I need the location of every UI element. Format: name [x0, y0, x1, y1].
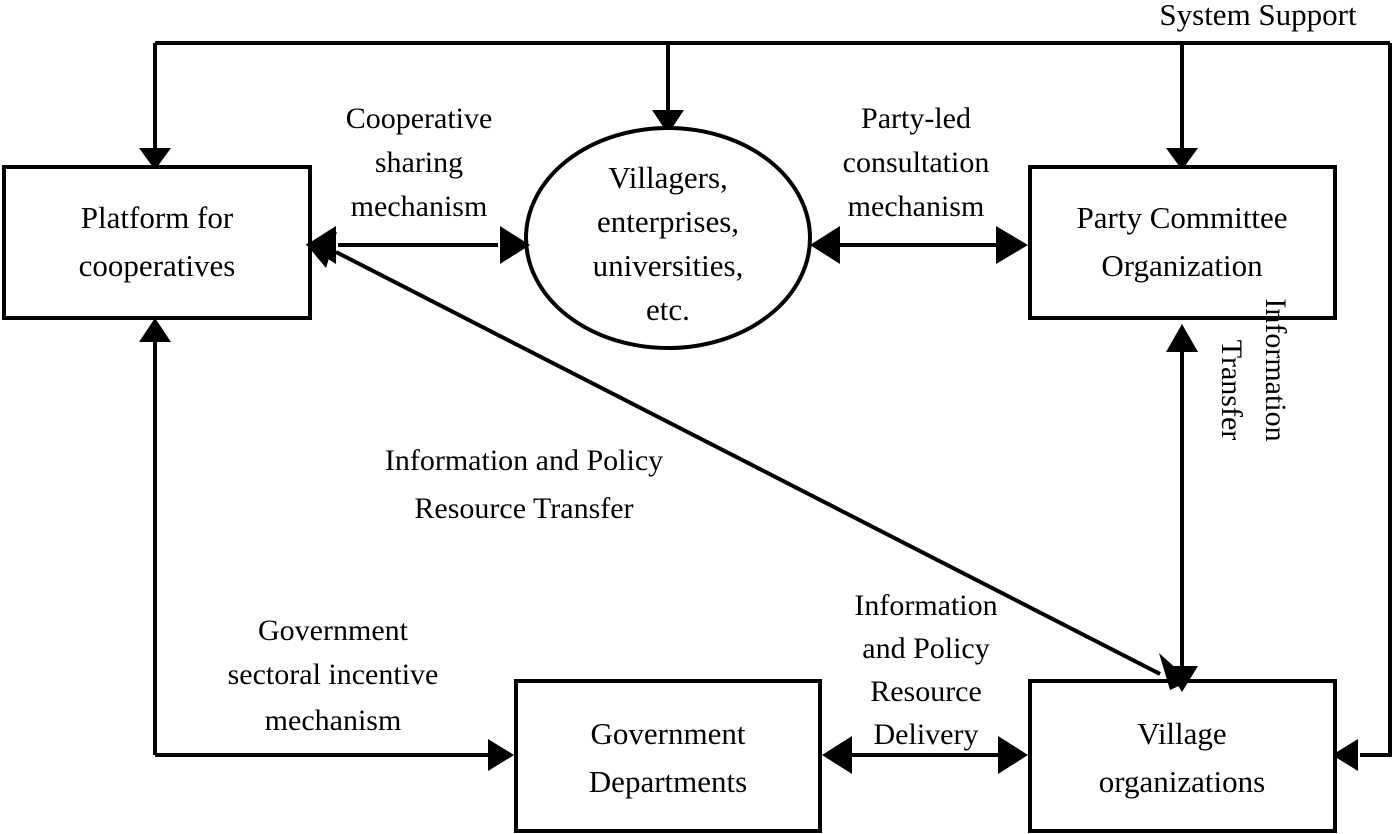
gov-label-line-1: Government	[591, 716, 746, 751]
villagers-label-line-2: enterprises,	[597, 204, 739, 239]
arrow-diagonal-to-platform	[306, 232, 337, 268]
arrow-into-gov-left	[488, 739, 514, 771]
edge-platform-village-diagonal	[306, 232, 1190, 690]
party-led-line-1: Party-led	[861, 102, 971, 135]
villagers-label-line-4: etc.	[646, 292, 690, 327]
party-label-line-2: Organization	[1101, 248, 1263, 283]
arrow-right-to-villagers	[500, 226, 530, 264]
cooperative-sharing-line-1: Cooperative	[346, 102, 493, 135]
cooperative-sharing-line-3: mechanism	[351, 190, 488, 223]
village-label-line-2: organizations	[1099, 764, 1265, 799]
label-government-sectoral-incentive-mechanism: Government sectoral incentive mechanism	[228, 614, 439, 737]
label-information-policy-resource-transfer: Information and Policy Resource Transfer	[385, 444, 663, 525]
node-villagers-enterprises-universities[interactable]: Villagers, enterprises, universities, et…	[524, 126, 812, 350]
party-led-line-2: consultation	[843, 146, 990, 179]
node-village-organizations[interactable]: Village organizations	[1028, 679, 1337, 833]
arrow-up-to-party-bottom	[1166, 324, 1198, 352]
edge-government-village	[822, 736, 1028, 774]
label-information-transfer-vertical: Information Transfer	[1215, 298, 1292, 441]
info-policy-delivery-line-3: Resource	[870, 675, 982, 708]
villagers-label-line-3: universities,	[593, 248, 744, 283]
platform-label-line-1: Platform for	[81, 200, 234, 235]
edge-platform-villagers	[306, 226, 530, 264]
government-departments-box[interactable]	[514, 679, 822, 833]
party-committee-box[interactable]	[1028, 165, 1337, 320]
edge-villagers-party	[810, 226, 1028, 264]
party-led-line-3: mechanism	[848, 190, 985, 223]
cooperative-sharing-line-2: sharing	[375, 146, 463, 179]
gov-incentive-line-1: Government	[258, 614, 409, 647]
arrow-into-villagers-top	[652, 110, 684, 134]
villagers-ellipse[interactable]	[524, 126, 812, 350]
arrow-left-to-villagers	[810, 226, 840, 264]
gov-incentive-line-2: sectoral incentive	[228, 658, 439, 691]
label-cooperative-sharing-mechanism: Cooperative sharing mechanism	[346, 102, 493, 223]
arrow-into-platform-bottom	[139, 318, 171, 342]
info-policy-delivery-line-4: Delivery	[874, 718, 979, 751]
system-support-bus	[139, 41, 1392, 771]
information-transfer-line-2: Transfer	[1215, 340, 1248, 441]
node-government-departments[interactable]: Government Departments	[514, 679, 822, 833]
info-policy-delivery-line-1: Information	[854, 589, 997, 622]
village-organizations-box[interactable]	[1028, 679, 1337, 833]
platform-village-diagonal-line	[335, 250, 1161, 676]
party-label-line-1: Party Committee	[1077, 200, 1288, 235]
gov-incentive-line-3: mechanism	[265, 704, 402, 737]
villagers-label-line-1: Villagers,	[608, 160, 728, 195]
platform-box[interactable]	[2, 165, 312, 320]
gov-label-line-2: Departments	[589, 764, 747, 799]
arrow-right-to-village	[998, 736, 1028, 774]
platform-label-line-2: cooperatives	[79, 248, 236, 283]
information-transfer-line-1: Information	[1259, 298, 1292, 441]
node-party-committee-organization[interactable]: Party Committee Organization	[1028, 165, 1337, 320]
arrow-diagonal-to-village	[1159, 653, 1190, 690]
diagram-title: System Support	[1159, 0, 1357, 32]
label-information-policy-resource-delivery: Information and Policy Resource Delivery	[854, 589, 997, 751]
info-policy-delivery-line-2: and Policy	[862, 632, 990, 665]
arrow-right-to-party	[996, 226, 1028, 264]
arrow-left-to-government	[822, 736, 852, 774]
arrow-into-platform-top	[139, 148, 171, 170]
info-policy-transfer-line-1: Information and Policy	[385, 444, 663, 477]
node-platform-for-cooperatives[interactable]: Platform for cooperatives	[2, 165, 312, 320]
arrow-into-village-right	[1332, 739, 1358, 771]
right-rail-line	[1360, 43, 1392, 757]
label-party-led-consultation-mechanism: Party-led consultation mechanism	[843, 102, 990, 223]
info-policy-transfer-line-2: Resource Transfer	[414, 492, 633, 525]
arrow-into-party-top	[1166, 148, 1198, 170]
village-label-line-1: Village	[1137, 716, 1226, 751]
edge-party-village-vertical	[1166, 324, 1198, 692]
government-incentive-loop	[139, 318, 514, 771]
